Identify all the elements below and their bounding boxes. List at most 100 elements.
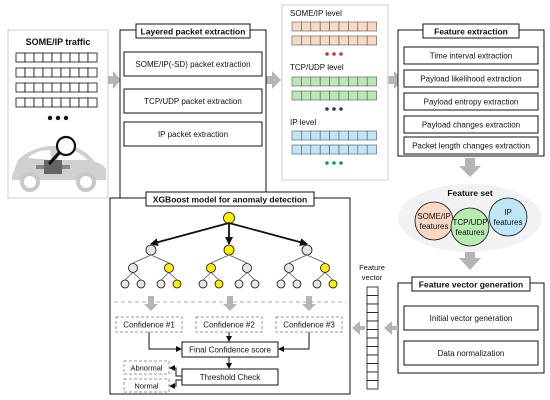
final-score-box <box>181 341 279 358</box>
tree-edge <box>324 272 334 281</box>
level-cell <box>366 144 377 155</box>
xgboost-title-box <box>145 191 315 207</box>
feature-title: Feature extraction <box>434 27 508 37</box>
packet-row <box>15 52 98 63</box>
packet-cell <box>69 52 80 63</box>
feature-set-title: Feature set <box>447 188 493 198</box>
output-normal: Normal <box>134 382 159 391</box>
ellipsis-dot <box>325 107 329 111</box>
xgboost-panel: XGBoost model for anomaly detection Conf… <box>109 191 351 395</box>
level-cell <box>301 130 312 141</box>
level-row <box>291 21 377 32</box>
ellipsis-dot <box>339 161 343 165</box>
level-cell <box>301 144 312 155</box>
tree-leaf-node <box>234 279 244 289</box>
feature-circle-tcpudp <box>450 207 490 247</box>
traffic-title: SOME/IP traffic <box>26 37 91 47</box>
ellipsis-dot <box>332 161 336 165</box>
tree-edge <box>150 254 170 264</box>
level-cell <box>348 35 359 46</box>
feature-item-likelihood: Payload likelihood extraction <box>420 75 521 84</box>
packet-cell <box>24 97 35 108</box>
level-row <box>291 76 377 87</box>
level-cell <box>301 21 312 32</box>
feature-circle-tcpudp-line1: TCP/UDP <box>452 218 487 227</box>
tree-edge <box>246 272 256 281</box>
packet-cell <box>87 97 98 108</box>
decision-trees <box>120 212 338 289</box>
packet-cell <box>51 52 62 63</box>
arrow-conf1-to-final <box>148 332 182 352</box>
level-cell <box>301 90 312 101</box>
tree-down-arrows <box>144 296 316 311</box>
feature-vector-label-line2: vector <box>362 273 383 282</box>
tree-leaf-node <box>214 279 224 289</box>
tree-node <box>164 263 174 273</box>
level-cell <box>291 35 302 46</box>
layered-item-box <box>123 88 263 114</box>
level-cell <box>329 35 340 46</box>
ellipsis-dot <box>339 52 343 56</box>
level-cell <box>319 144 330 155</box>
level-cell <box>338 90 349 101</box>
level-cell <box>357 130 368 141</box>
tree-edge <box>228 222 308 247</box>
tree-node <box>320 263 330 273</box>
packet-cell <box>42 52 53 63</box>
levels-panel: SOME/IP level TCP/UDP level IP level <box>281 4 389 181</box>
tree-leaf-node <box>250 279 260 289</box>
ecu-chip-icon <box>44 160 62 174</box>
level-row <box>291 130 377 141</box>
vector-cell <box>366 320 379 330</box>
fvg-title: Feature vector generation <box>419 280 523 290</box>
level-cell <box>291 76 302 87</box>
feature-item-box <box>403 136 539 155</box>
level-label-someip: SOME/IP level <box>290 9 342 18</box>
arrow-feature-to-set <box>459 158 481 177</box>
vector-cell <box>366 312 379 322</box>
arrow-threshold-to-abnormal <box>169 365 182 377</box>
ellipsis-dot <box>332 52 336 56</box>
final-score: Final Confidence score <box>189 346 271 355</box>
packet-cell <box>87 82 98 93</box>
level-cell <box>366 90 377 101</box>
tree-leaf-node <box>312 279 322 289</box>
packet-cell <box>15 97 26 108</box>
tree-node <box>242 263 252 273</box>
packet-cell <box>24 67 35 78</box>
packet-cell <box>15 67 26 78</box>
arrow-traffic-to-layered <box>108 71 121 89</box>
feature-circle-ip-line2: features <box>494 218 523 227</box>
confidence-box-3 <box>275 316 343 333</box>
threshold-box <box>181 368 279 386</box>
packet-cell <box>24 52 35 63</box>
tree-edge <box>288 272 298 281</box>
level-row <box>291 90 377 101</box>
vector-cell <box>366 363 379 373</box>
level-cell <box>338 21 349 32</box>
tree-node <box>145 244 157 256</box>
vector-cell <box>366 380 379 390</box>
tree-leaf-node <box>328 279 338 289</box>
confidence-2: Confidence #2 <box>203 321 255 330</box>
level-packet-rows <box>291 21 377 165</box>
level-cell <box>301 35 312 46</box>
packet-row <box>15 97 98 108</box>
packet-cell <box>69 82 80 93</box>
layered-title: Layered packet extraction <box>141 27 246 37</box>
packet-cell <box>78 82 89 93</box>
packet-cell <box>60 97 71 108</box>
feature-item-box <box>403 69 539 88</box>
fvg-title-box <box>411 276 531 292</box>
tree-node <box>284 263 294 273</box>
arrow-conf3-to-final <box>278 332 310 352</box>
level-cell <box>310 90 321 101</box>
level-cell <box>319 35 330 46</box>
feature-circle-ip <box>488 197 528 237</box>
feature-circle-someip-line2: features <box>420 222 449 231</box>
fvg-item-box <box>403 340 539 366</box>
layered-item-tcpudp: TCP/UDP packet extraction <box>144 97 242 106</box>
level-cell <box>357 35 368 46</box>
feature-circle-someip <box>414 201 454 241</box>
level-cell <box>319 21 330 32</box>
